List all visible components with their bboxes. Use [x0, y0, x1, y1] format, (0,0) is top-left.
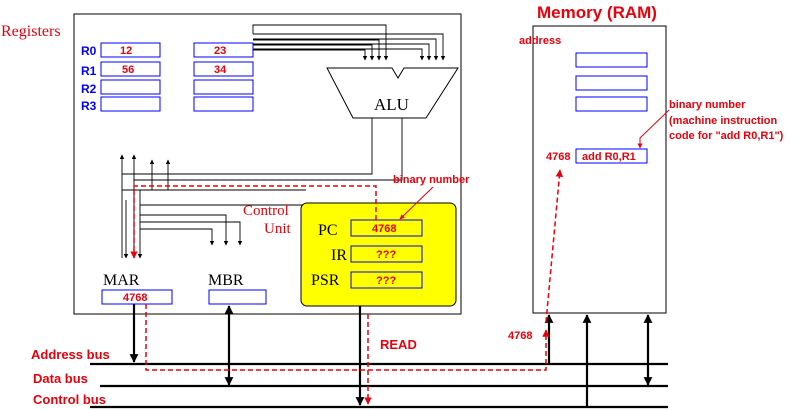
register-name-r2: R2: [81, 82, 97, 96]
control-unit-label-line1: Control: [243, 203, 289, 219]
register-r3-cell-1: [100, 96, 161, 112]
register-r2-cell-1: [100, 79, 161, 95]
pc-to-mar-path: [130, 185, 377, 259]
reg-to-alu-wire-3: [253, 43, 432, 61]
control-unit-box: [300, 202, 457, 307]
register-r1-cell-2: [193, 61, 254, 77]
register-r1-value-2: 34: [214, 64, 227, 76]
pc-value: 4768: [372, 223, 396, 235]
alu-shape: [326, 67, 459, 119]
register-r1-value-1: 56: [122, 64, 134, 76]
internal-wire-h4: [140, 221, 243, 246]
register-r2-cell-2: [193, 79, 254, 95]
memory-cell-2: [575, 75, 648, 91]
memory-cell-3: [575, 96, 648, 112]
psr-register-box: [350, 271, 423, 289]
register-r0-value-2: 23: [214, 45, 226, 57]
register-r0-cell-1: [100, 42, 161, 58]
alu-label: ALU: [374, 95, 409, 114]
data-bus-label: Data bus: [33, 371, 88, 386]
register-name-r1: R1: [81, 64, 97, 78]
alu-output-wire-2: [134, 118, 403, 181]
pc-register-box: [350, 219, 423, 237]
alu-output-wire-1: [122, 118, 373, 175]
machine-instruction-line2: code for "add R0,R1"): [669, 130, 784, 142]
reg-to-alu-wire-4: [253, 48, 425, 61]
binary-number-mem-arrow: [637, 109, 670, 149]
address-bus-label: Address bus: [31, 347, 110, 362]
mar-label: MAR: [103, 272, 140, 289]
read-label: READ: [380, 337, 417, 352]
mbr-label: MBR: [208, 272, 244, 289]
reg-to-alu-wire-7: [253, 44, 375, 61]
binary-number-mem-label: binary number: [669, 99, 746, 111]
register-r0-value-1: 12: [120, 45, 132, 57]
control-unit-label-line2: Unit: [264, 221, 292, 237]
psr-label: PSR: [311, 272, 340, 289]
reg-to-alu-wire-8: [253, 49, 368, 61]
ir-label: IR: [331, 247, 347, 264]
register-r3-cell-2: [193, 96, 254, 112]
memory-cell-address: 4768: [546, 151, 570, 163]
ir-register-box: [350, 245, 423, 263]
binary-number-cpu-label: binary number: [393, 174, 470, 186]
mar-register-box: [101, 289, 173, 305]
bus-to-memory-path: [545, 169, 564, 323]
memory-title: Memory (RAM): [537, 3, 657, 22]
registers-title: Registers: [1, 23, 61, 40]
memory-cell-1: [575, 52, 648, 68]
reg-to-alu-wire-6: [253, 39, 382, 61]
mar-value: 4768: [123, 292, 147, 304]
memory-cell-instruction: [575, 148, 648, 164]
register-name-r0: R0: [81, 44, 97, 58]
register-r1-cell-1: [100, 61, 161, 77]
pc-label: PC: [318, 222, 338, 239]
internal-wire-h5: [140, 228, 215, 246]
machine-instruction-line1: (machine instruction: [669, 115, 777, 127]
memory-box: [532, 25, 667, 314]
address-on-bus-label: 4768: [508, 330, 532, 342]
mbr-register-box: [208, 289, 267, 305]
internal-wire-h3: [140, 214, 229, 246]
reg-to-alu-wire-2: [253, 38, 439, 61]
binary-number-cpu-arrow: [399, 186, 434, 220]
reg-to-alu-wire-1: [253, 33, 446, 61]
memory-address-label: address: [519, 35, 561, 47]
register-name-r3: R3: [81, 99, 97, 113]
reg-to-alu-wire-5: [252, 24, 389, 61]
memory-cell-content: add R0,R1: [582, 151, 636, 163]
control-bus-label: Control bus: [33, 392, 106, 407]
mar-to-bus-path: [145, 304, 550, 371]
psr-value: ???: [376, 275, 396, 287]
ir-value: ???: [376, 249, 396, 261]
